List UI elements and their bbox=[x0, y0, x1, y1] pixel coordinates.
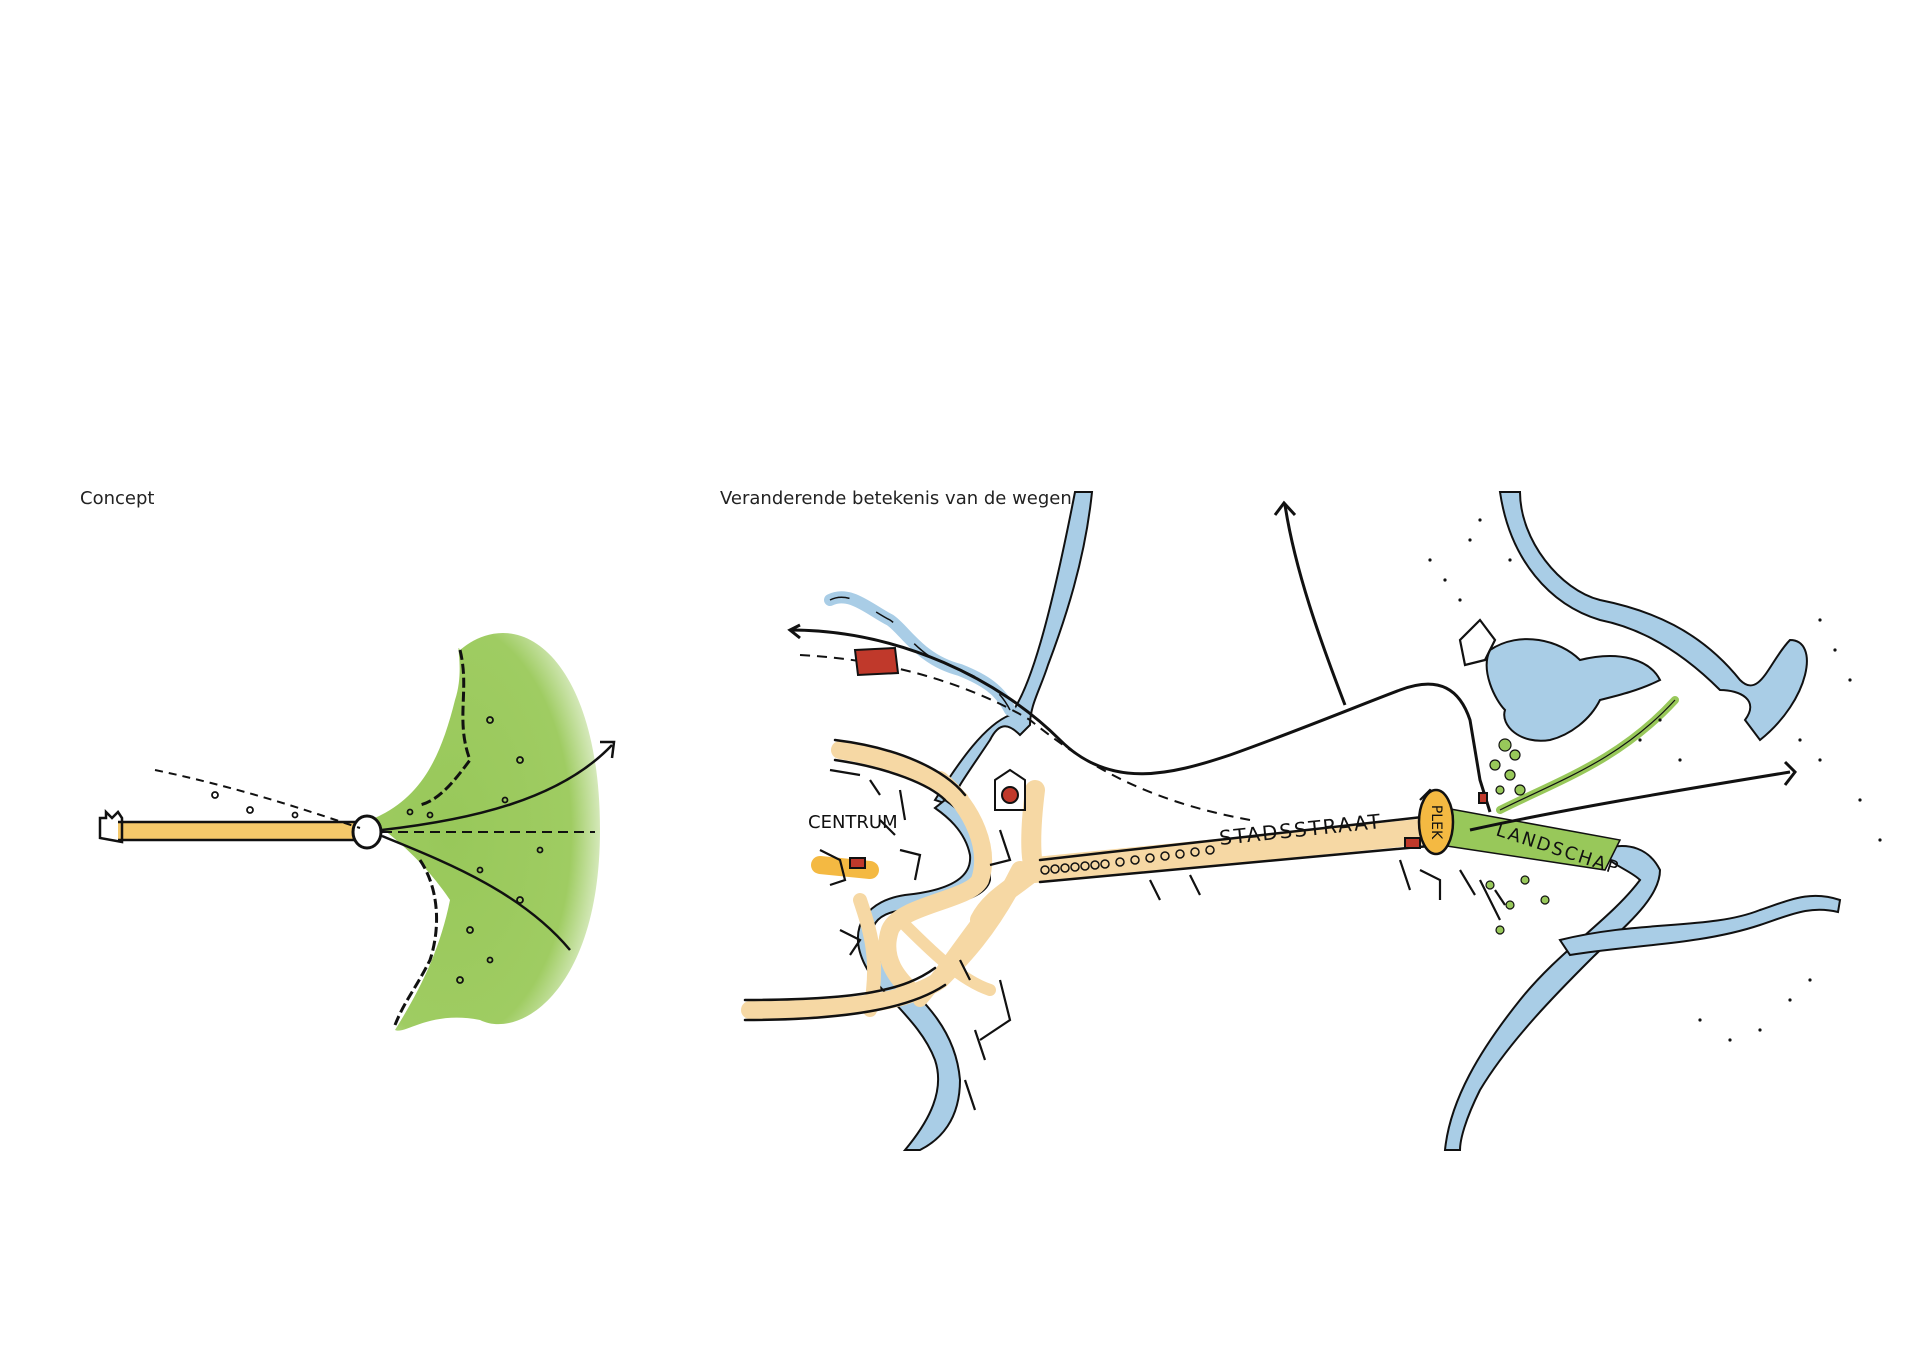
concept-sketch bbox=[98, 632, 616, 1031]
map-title: Veranderende betekenis van de wegen bbox=[720, 488, 1072, 509]
centrum-label: CENTRUM bbox=[808, 812, 898, 833]
concept-town-icon bbox=[98, 808, 124, 844]
concept-node bbox=[351, 814, 383, 850]
river-east-north bbox=[1498, 491, 1808, 742]
plek-marker bbox=[1417, 788, 1455, 856]
concept-road bbox=[118, 822, 368, 840]
town-roads bbox=[741, 741, 1453, 1019]
landmark-buildings bbox=[849, 646, 1488, 869]
tree-row bbox=[1040, 845, 1215, 875]
map-sketch: PLEK CENTRUM STADSSTRAAT LANDSCHAP bbox=[741, 491, 1882, 1151]
river-east-south bbox=[1443, 845, 1662, 1151]
lake-east bbox=[1485, 638, 1662, 742]
church-icon bbox=[1001, 786, 1019, 804]
plek-label: PLEK bbox=[1428, 805, 1444, 840]
river-north bbox=[933, 491, 1094, 807]
concept-title: Concept bbox=[80, 488, 155, 509]
ring-road bbox=[789, 628, 1492, 813]
